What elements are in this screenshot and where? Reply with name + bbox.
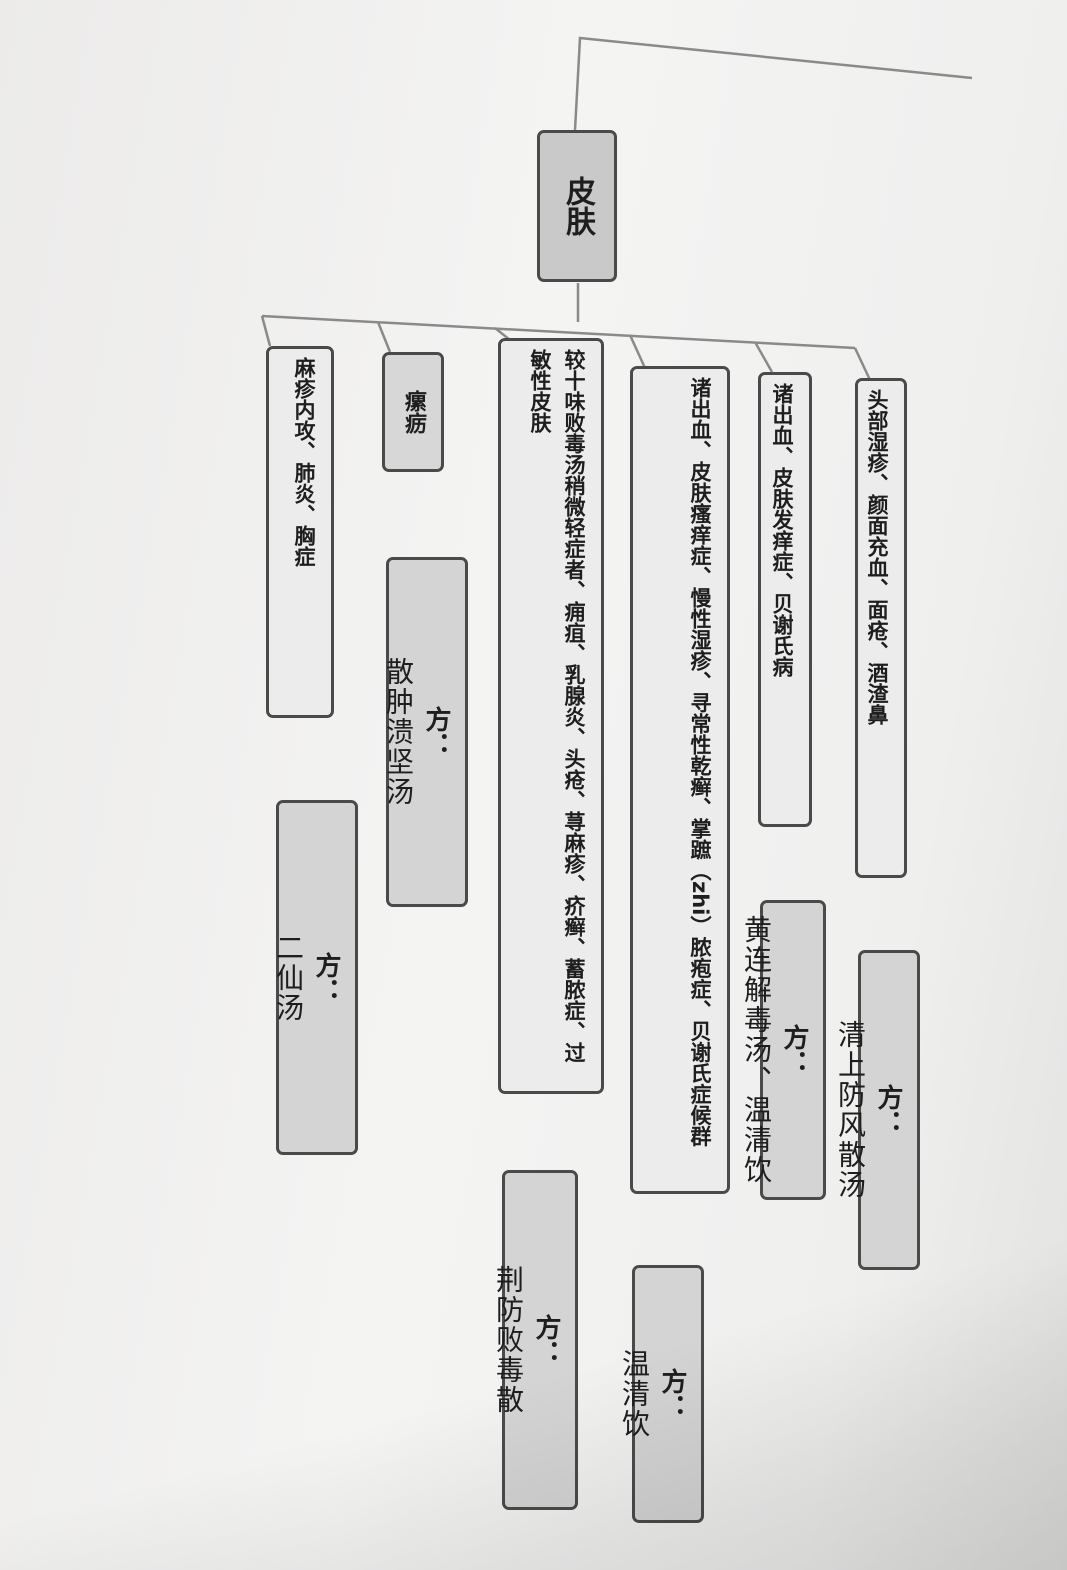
disease-box-1: 头部湿疹、颜面充血、面疮、酒渣鼻 — [855, 378, 907, 878]
remedy-name: 散肿溃坚汤 — [382, 657, 415, 807]
remedy-name: 荆防败毒散 — [492, 1265, 525, 1415]
disease-text: 麻疹内攻、肺炎、胸症 — [292, 357, 316, 567]
remedy-box-4: 方：荆防败毒散 — [492, 1170, 578, 1510]
disease-box-4: 较十味败毒汤稍微轻症者、痈疽、乳腺炎、头疮、荨麻疹、疥癣、蓄脓症、过敏性皮肤 — [498, 338, 604, 1094]
disease-text: 瘰疬 — [401, 390, 426, 434]
disease-text: 诸出血、皮肤发痒症、贝谢氏病 — [770, 383, 794, 677]
remedy-box-5: 方：散肿溃坚汤 — [382, 557, 468, 907]
root-node: 皮肤 — [537, 130, 617, 282]
disease-text: 头部湿疹、颜面充血、面疮、酒渣鼻 — [865, 389, 889, 725]
remedy-label: 方： — [311, 951, 341, 1004]
remedy-label: 方： — [421, 706, 451, 758]
remedy-box-2: 方：黄连解毒汤、温清饮 — [740, 900, 826, 1200]
disease-box-2: 诸出血、皮肤发痒症、贝谢氏病 — [758, 372, 812, 827]
disease-text: 较十味败毒汤稍微轻症者、痈疽、乳腺炎、头疮、荨麻疹、疥癣、蓄脓症、过敏性皮肤 — [528, 349, 586, 1063]
remedy-name: 清上防风散汤 — [834, 1020, 867, 1200]
remedy-name: 温清饮 — [618, 1349, 651, 1439]
disease-box-5: 瘰疬 — [382, 352, 444, 472]
remedy-label: 方： — [531, 1314, 561, 1366]
disease-box-6: 麻疹内攻、肺炎、胸症 — [266, 346, 334, 718]
remedy-name: 黄连解毒汤、温清饮 — [740, 915, 773, 1185]
disease-text: 诸出血、皮肤瘙痒症、慢性湿疹、寻常性乾癣、掌蹠（zhi）脓疱症、贝谢氏症候群 — [688, 377, 712, 1147]
remedy-box-1: 方：清上防风散汤 — [834, 950, 920, 1270]
remedy-box-3: 方：温清饮 — [618, 1265, 704, 1523]
remedy-name: 二仙汤 — [272, 932, 305, 1023]
remedy-label: 方： — [657, 1368, 687, 1420]
root-label: 皮肤 — [560, 176, 595, 236]
remedy-box-6: 方：二仙汤 — [272, 800, 358, 1155]
remedy-label: 方： — [873, 1084, 903, 1136]
remedy-label: 方： — [779, 1024, 809, 1076]
disease-box-3: 诸出血、皮肤瘙痒症、慢性湿疹、寻常性乾癣、掌蹠（zhi）脓疱症、贝谢氏症候群 — [630, 366, 730, 1194]
